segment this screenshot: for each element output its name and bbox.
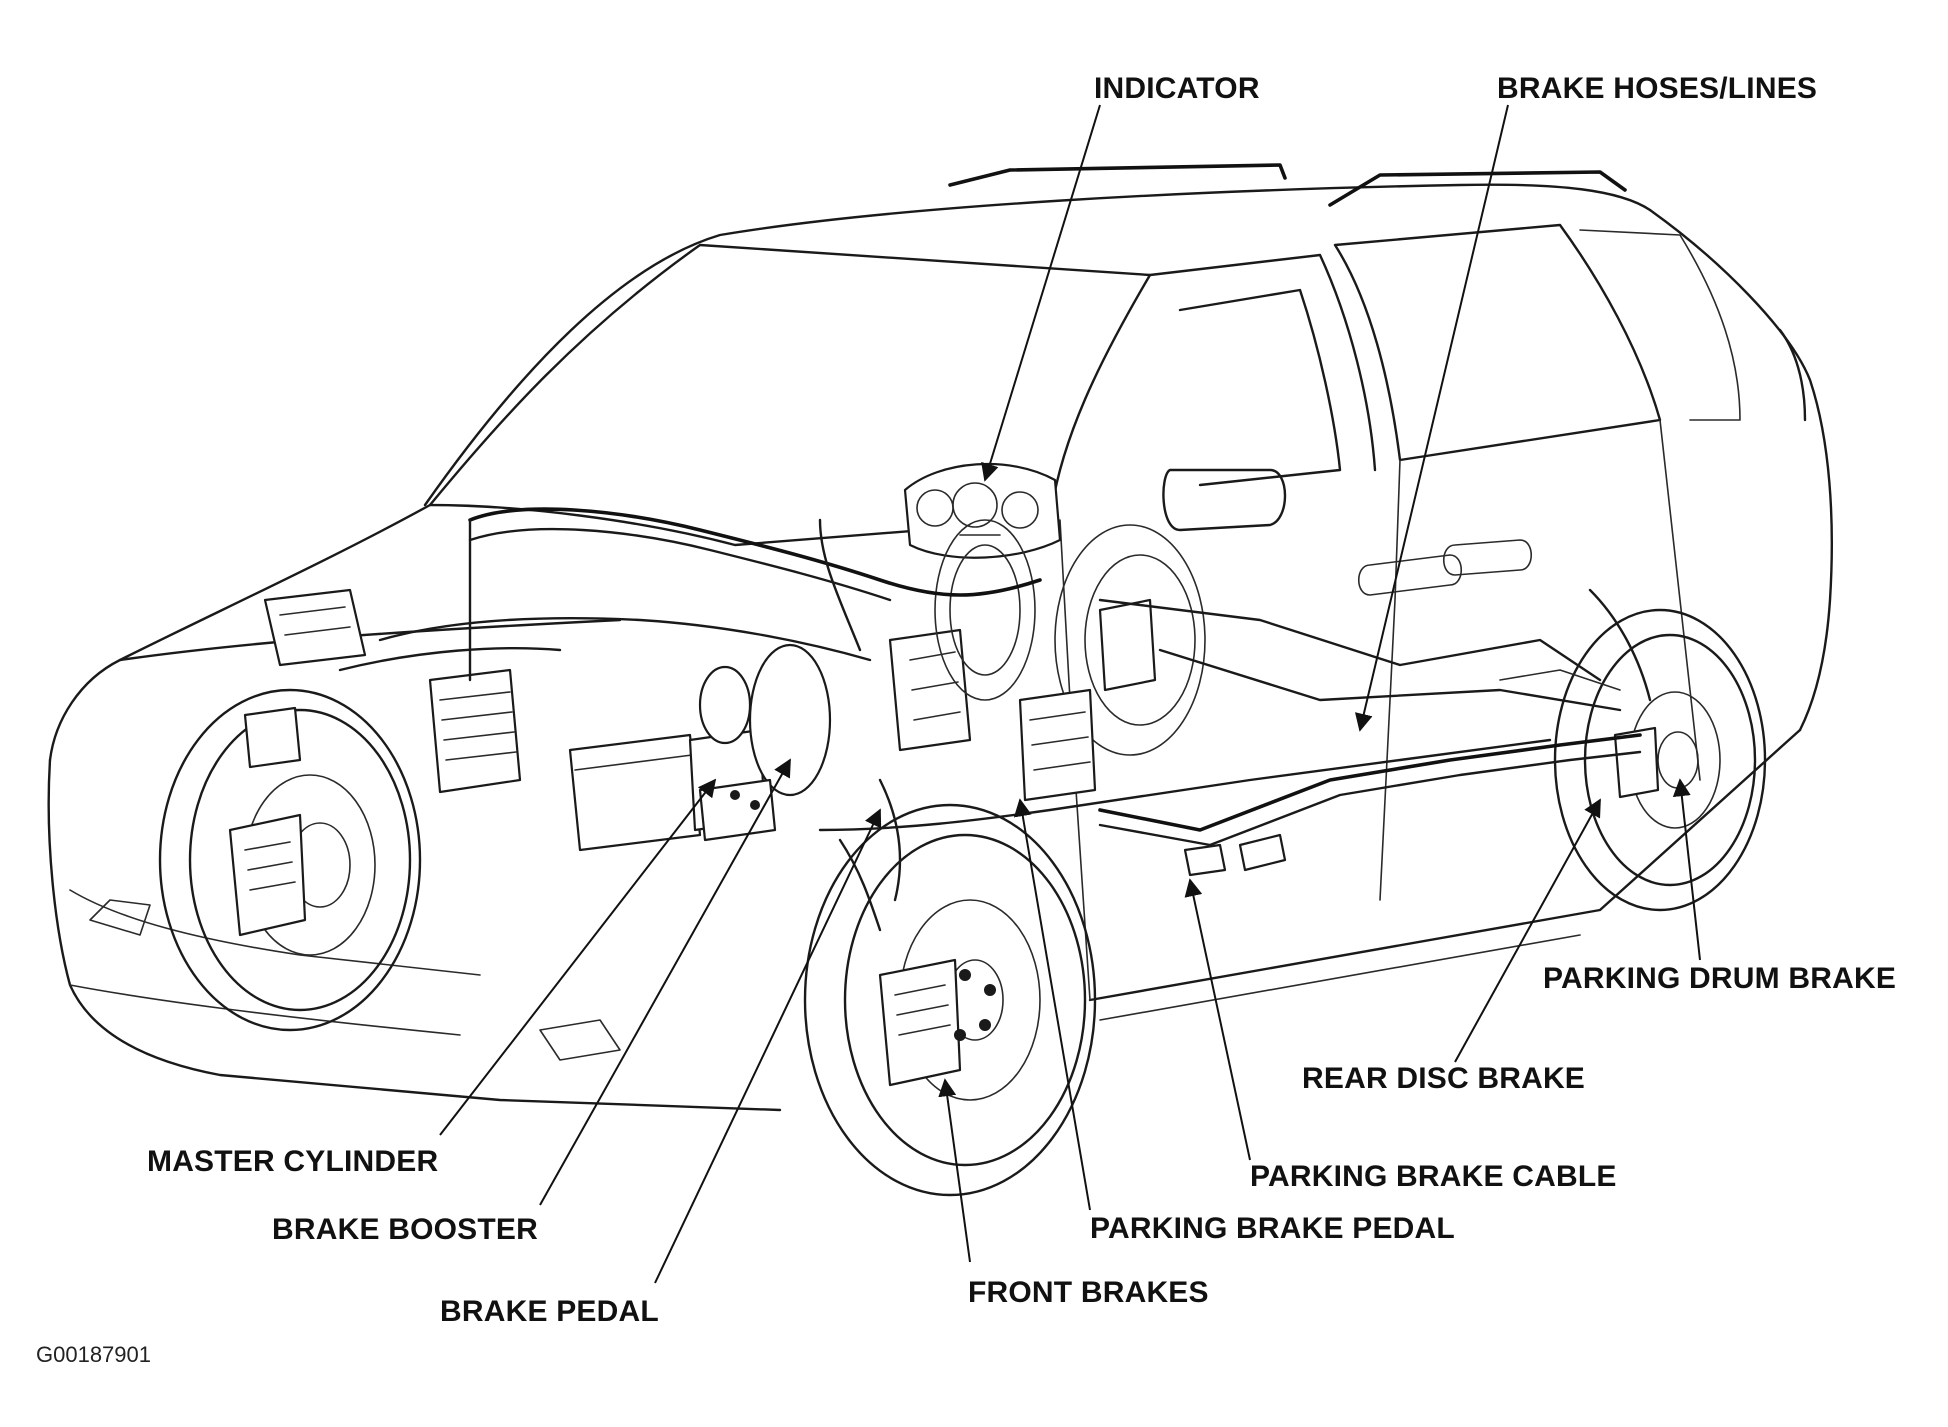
- instrument-cluster: [903, 462, 1062, 559]
- front-left-wheel: [158, 688, 422, 1032]
- callout-brake-pedal: BRAKE PEDAL: [440, 1295, 659, 1328]
- callout-parking-brake-cable: PARKING BRAKE CABLE: [1250, 1160, 1617, 1193]
- callout-parking-drum-brake: PARKING DRUM BRAKE: [1543, 962, 1897, 995]
- brake-lines: [338, 507, 1652, 932]
- callout-brake-hoses-lines: BRAKE HOSES/LINES: [1497, 72, 1818, 105]
- engine-bay: [243, 519, 1097, 852]
- callout-rear-disc-brake: REAR DISC BRAKE: [1302, 1062, 1586, 1095]
- rear-right-wheel: [1553, 608, 1767, 912]
- callout-parking-brake-pedal: PARKING BRAKE PEDAL: [1090, 1212, 1455, 1245]
- leader-lines: [439, 104, 1701, 1284]
- callout-master-cylinder: MASTER CYLINDER: [147, 1145, 439, 1178]
- callout-brake-booster: BRAKE BOOSTER: [272, 1213, 538, 1246]
- callout-front-brakes: FRONT BRAKES: [968, 1276, 1209, 1309]
- rear-left-wheel: [1054, 524, 1206, 756]
- van-body-outline: [47, 163, 1833, 1112]
- callout-indicator: INDICATOR: [1094, 72, 1260, 105]
- front-right-wheel: [803, 803, 1097, 1197]
- figure-id: G00187901: [36, 1342, 151, 1367]
- parking-brake-cable: [1098, 733, 1642, 877]
